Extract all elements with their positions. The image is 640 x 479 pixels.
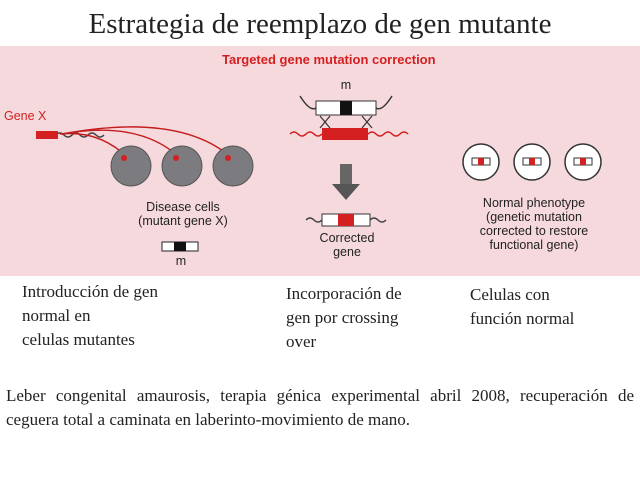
caption-line: Celulas con [470,285,550,304]
caption-line: Introducción de gen [22,282,158,301]
caption-line: over [286,332,317,351]
targeting-vector-mutation [340,101,352,115]
normal-gene-core [529,158,535,165]
caption-line: celulas mutantes [22,330,135,349]
caption-middle: Incorporación de gen por crossing over [286,282,402,354]
mutation-mark-top: m [340,78,352,92]
gene-correction-diagram [36,95,602,252]
normal-gene-core [478,158,484,165]
arrow-to-cell-3 [61,126,233,159]
figure-heading: Targeted gene mutation correction [222,52,436,67]
crossover-lines [319,115,373,129]
disease-cell-2 [161,145,203,187]
disease-cell-1 [110,145,152,187]
cell-nucleus-dot [173,155,179,161]
caption-line: función normal [470,309,575,328]
disease-cells-line: Disease cells [146,200,220,214]
normal-phenotype-line: (genetic mutation [486,210,582,224]
disease-cells-line: (mutant gene X) [138,214,228,228]
caption-line: normal en [22,306,91,325]
mutant-gene-core [174,242,186,251]
caption-line: gen por crossing [286,308,399,327]
normal-phenotype-line: corrected to restore [479,224,589,238]
chromosome-target-region [322,128,368,140]
corrected-line: Corrected [319,231,375,245]
normal-phenotype-label: Normal phenotype (genetic mutation corre… [450,196,618,252]
normal-phenotype-line: Normal phenotype [482,196,586,210]
caption-left: Introducción de gen normal en celulas mu… [22,280,158,352]
corrected-gene-segment [338,214,354,226]
disease-cell-3 [212,145,254,187]
mutation-mark-cells: m [175,254,187,268]
gene-x-segment [36,131,58,139]
cell-nucleus-dot [225,155,231,161]
caption-right: Celulas con función normal [470,283,574,331]
chromosome-strand [289,131,409,137]
cell-nucleus-dot [121,155,127,161]
normal-gene-core [580,158,586,165]
gene-x-label: Gene X [4,109,47,123]
slide-title: Estrategia de reemplazo de gen mutante [88,8,552,40]
bottom-note: Leber congenital amaurosis, terapia géni… [6,386,634,429]
corrected-strand [305,217,387,223]
down-arrow-shaft [340,164,352,184]
corrected-line: gene [333,245,361,259]
caption-line: Incorporación de [286,284,402,303]
corrected-gene-label: Corrected gene [300,231,394,259]
normal-phenotype-line: functional gene) [489,238,579,252]
disease-cells-label: Disease cells (mutant gene X) [108,200,258,228]
down-arrow-head [332,184,360,200]
